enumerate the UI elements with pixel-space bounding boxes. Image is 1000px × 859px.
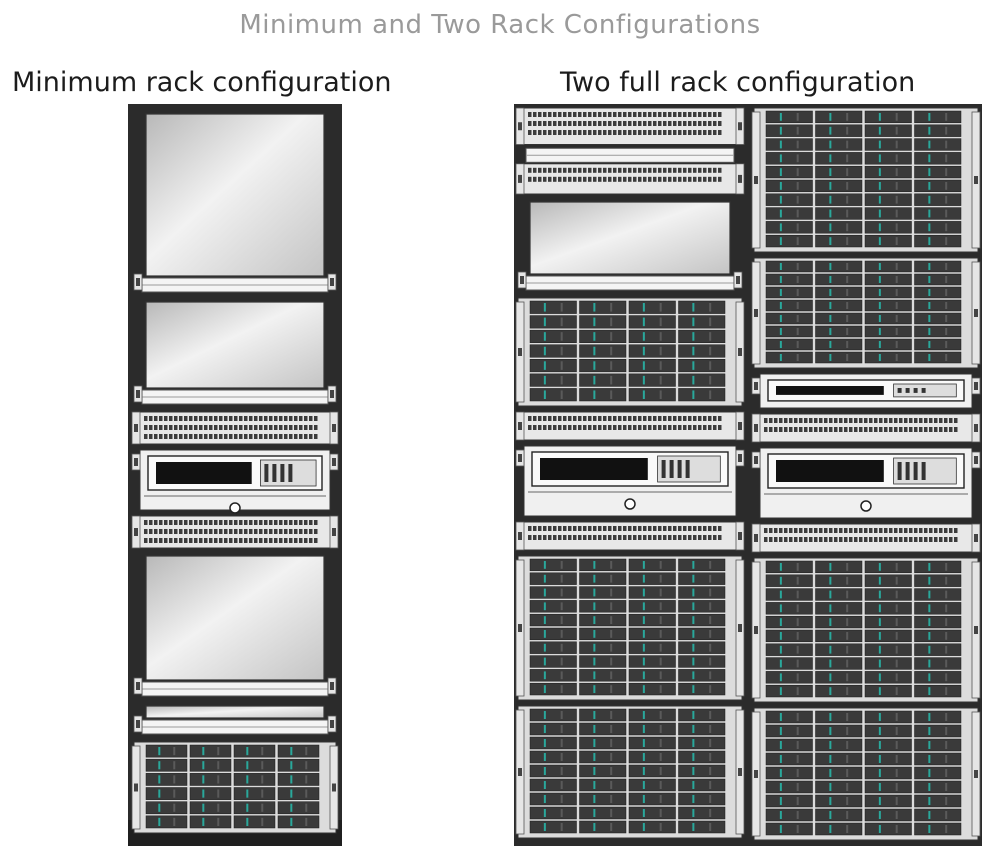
rack-1: Network switchesBlank panelStorage enclo… — [515, 107, 745, 839]
page-title: Minimum and Two Rack Configurations — [239, 10, 761, 40]
rack-unit-switch: Network switch — [131, 515, 339, 549]
rack-unit-storage: Storage enclosure — [131, 741, 339, 834]
rack-unit-blank: Blank panel — [517, 201, 743, 291]
rack-unit-blank-small: Blank panel — [133, 705, 337, 735]
rack-unit-controller: Controller — [751, 447, 981, 519]
rack-unit-switch-pair: Network switches — [515, 107, 745, 195]
rack-unit-blank: Blank panel — [133, 555, 337, 697]
two-full-rack-heading: Two full rack configuration — [560, 67, 916, 98]
rack-unit-switch: Network switch — [751, 413, 981, 443]
rack-unit-switch: Network switch — [751, 523, 981, 553]
rack-unit-storage: Storage enclosure — [515, 297, 745, 407]
rack-2: Storage enclosureStorage enclosureContro… — [751, 107, 981, 841]
rack-unit-storage: Storage enclosure — [751, 707, 981, 841]
rack-unit-switch: Network switch — [515, 521, 745, 551]
rack-unit-controller-small: Controller — [751, 373, 981, 409]
rack-unit-storage: Storage enclosure — [515, 555, 745, 701]
rack-unit-blank: Blank panel — [133, 113, 337, 293]
minimum-rack-heading: Minimum rack configuration — [12, 67, 392, 98]
rack-unit-storage: Storage enclosure — [751, 257, 981, 369]
rack-unit-storage: Storage enclosure — [515, 705, 745, 839]
rack-unit-switch: Network switch — [131, 411, 339, 445]
rack-unit-controller: Controller — [515, 445, 745, 517]
minimum-rack-diagram: Blank panelBlank panelNetwork switchCont… — [128, 104, 342, 846]
rack-unit-controller: Controller — [131, 449, 339, 514]
rack-unit-storage: Storage enclosure — [751, 557, 981, 703]
rack-unit-storage: Storage enclosure — [751, 107, 981, 253]
rack-unit-blank: Blank panel — [133, 301, 337, 405]
rack-unit-switch: Network switch — [515, 411, 745, 441]
two-full-rack-diagram: Network switchesBlank panelStorage enclo… — [514, 104, 982, 846]
